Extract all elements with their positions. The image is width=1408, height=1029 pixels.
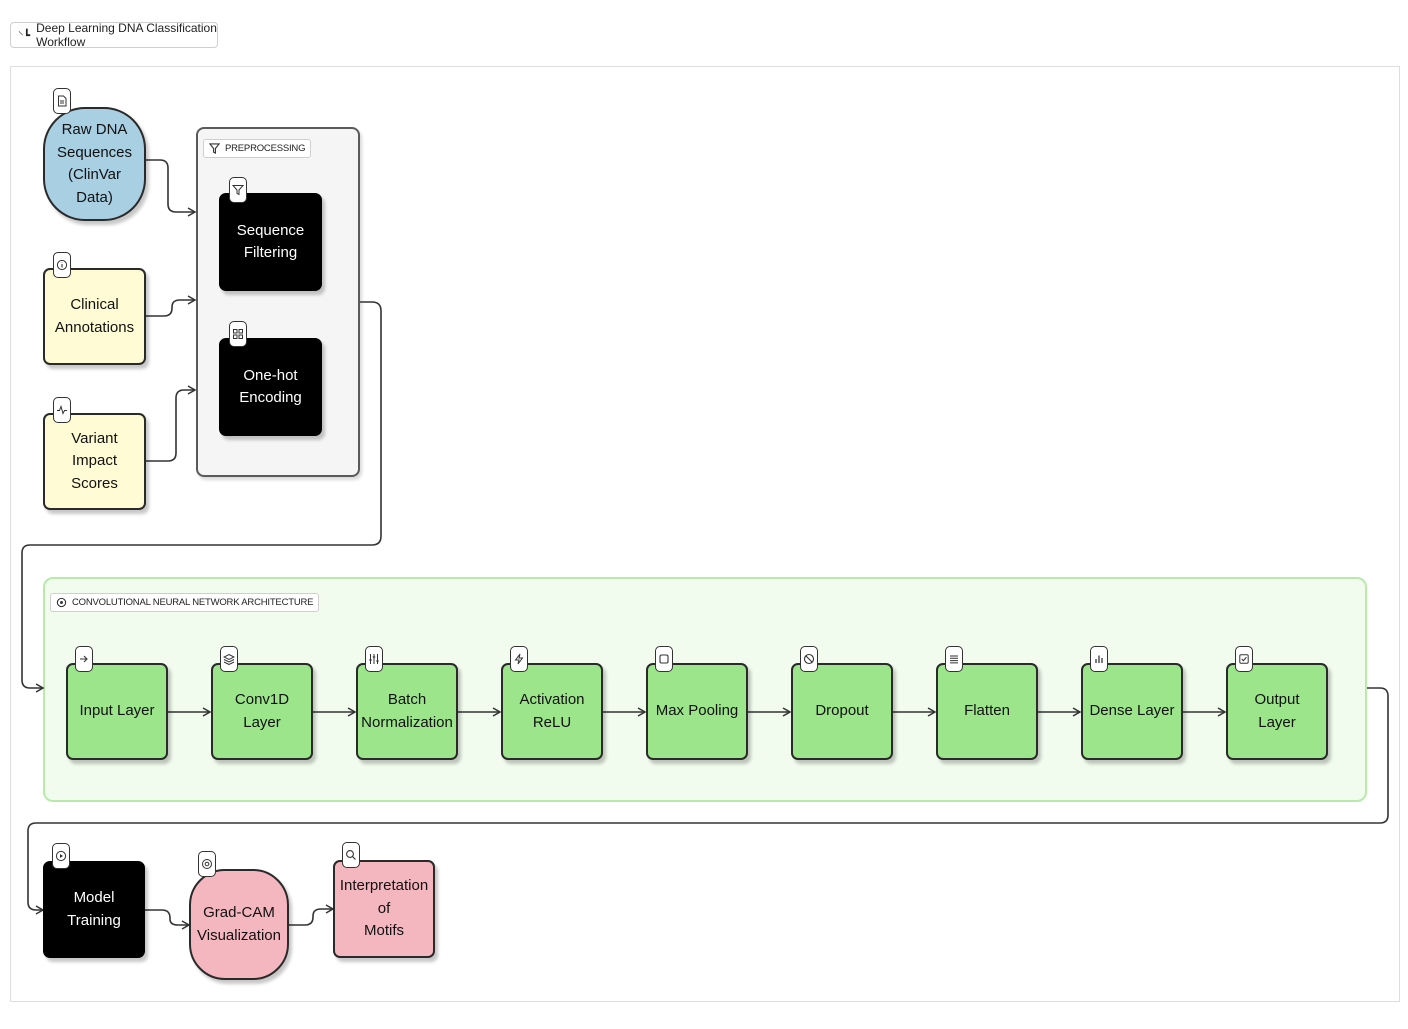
- info-icon: [53, 252, 71, 278]
- preprocessing-group-label: PREPROCESSING: [203, 139, 312, 158]
- check-square-icon: [1235, 646, 1253, 672]
- node-sequence-filtering[interactable]: Sequence Filtering: [219, 193, 322, 291]
- diagram-title: Deep Learning DNA Classification Workflo…: [36, 21, 217, 49]
- node-label: Model Training: [67, 889, 121, 929]
- node-label: Interpretation of Motifs: [339, 877, 429, 940]
- node-raw-dna-sequences[interactable]: Raw DNA Sequences (ClinVar Data): [43, 107, 146, 221]
- node-label: Clinical Annotations: [54, 296, 135, 336]
- node-dense-layer[interactable]: Dense Layer: [1081, 663, 1183, 760]
- node-label: Dropout: [815, 702, 869, 720]
- workflow-icon: ⸌┗: [18, 29, 31, 42]
- node-interpretation-of-motifs[interactable]: Interpretation of Motifs: [333, 860, 435, 958]
- list-icon: [945, 646, 963, 672]
- node-activation-relu[interactable]: Activation ReLU: [501, 663, 603, 760]
- arrow-right-icon: [75, 646, 93, 672]
- node-label: Raw DNA Sequences (ClinVar Data): [56, 121, 133, 206]
- diagram-title-chip: ⸌┗ Deep Learning DNA Classification Work…: [10, 21, 218, 49]
- node-label: Input Layer: [79, 702, 155, 720]
- node-label: Variant Impact Scores: [71, 429, 118, 492]
- play-circle-icon: [52, 843, 70, 869]
- filter-icon: [209, 143, 220, 154]
- node-clinical-annotations[interactable]: Clinical Annotations: [43, 268, 146, 365]
- sliders-icon: [365, 646, 383, 672]
- node-label: Max Pooling: [655, 702, 739, 720]
- node-label: Batch Normalization: [361, 691, 453, 731]
- filter-icon: [229, 177, 247, 203]
- node-input-layer[interactable]: Input Layer: [66, 663, 168, 760]
- node-model-training[interactable]: Model Training: [43, 861, 145, 958]
- node-one-hot-encoding[interactable]: One-hot Encoding: [219, 338, 322, 436]
- node-batch-normalization[interactable]: Batch Normalization: [356, 663, 458, 760]
- grid-icon: [229, 321, 247, 347]
- node-label: Sequence Filtering: [236, 221, 305, 262]
- node-max-pooling[interactable]: Max Pooling: [646, 663, 748, 760]
- node-conv1d-layer[interactable]: Conv1D Layer: [211, 663, 313, 760]
- node-label: Flatten: [964, 702, 1010, 720]
- node-label: Grad-CAM Visualization: [197, 904, 281, 944]
- layers-icon: [220, 646, 238, 672]
- lightning-icon: [510, 646, 528, 672]
- node-flatten[interactable]: Flatten: [936, 663, 1038, 760]
- brain-icon: [56, 597, 67, 608]
- node-variant-impact-scores[interactable]: Variant Impact Scores: [43, 413, 146, 510]
- node-dropout[interactable]: Dropout: [791, 663, 893, 760]
- file-icon: [53, 88, 71, 114]
- node-label: Dense Layer: [1089, 702, 1175, 720]
- ban-icon: [800, 646, 818, 672]
- node-grad-cam-visualization[interactable]: Grad-CAM Visualization: [189, 869, 289, 980]
- node-label: One-hot Encoding: [239, 366, 302, 407]
- square-icon: [655, 646, 673, 672]
- search-icon: [342, 842, 360, 868]
- eye-icon: [198, 851, 216, 877]
- node-label: Activation ReLU: [519, 691, 585, 731]
- node-label: Conv1D Layer: [234, 691, 290, 731]
- cnn-group-label: CONVOLUTIONAL NEURAL NETWORK ARCHITECTUR…: [50, 593, 320, 612]
- activity-icon: [53, 397, 71, 423]
- node-label: Output Layer: [1254, 691, 1300, 731]
- bar-chart-icon: [1090, 646, 1108, 672]
- node-output-layer[interactable]: Output Layer: [1226, 663, 1328, 760]
